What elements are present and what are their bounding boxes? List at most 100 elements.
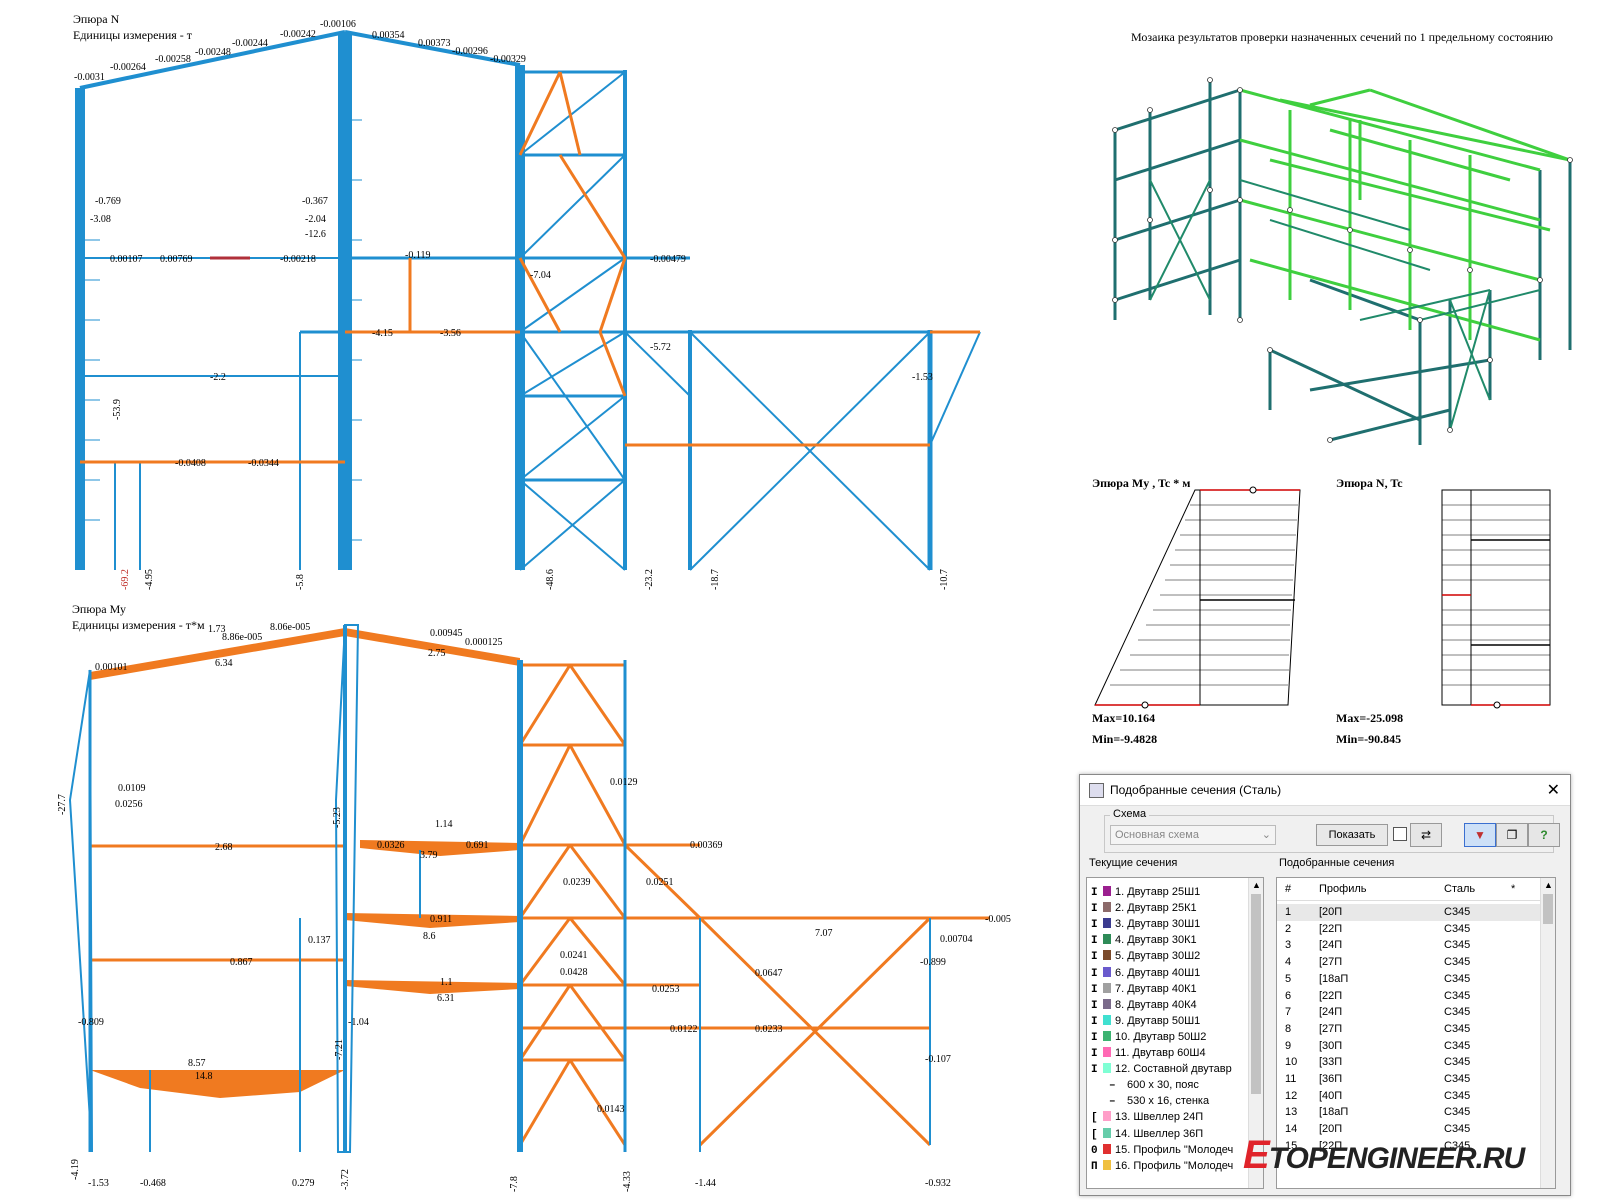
list-item-label: 11. Двутавр 60Ш4 [1115, 1047, 1206, 1059]
current-list-scrollbar[interactable]: ▲ [1248, 878, 1263, 1188]
my-val: 0.911 [430, 914, 452, 925]
show-button[interactable]: Показать [1316, 824, 1388, 846]
picked-sections-label: Подобранные сечения [1276, 857, 1398, 869]
table-cell: 5 [1285, 972, 1292, 985]
list-item[interactable]: I 2. Двутавр 25К1 [1091, 900, 1197, 916]
list-item[interactable]: [13. Швеллер 24П [1091, 1109, 1203, 1125]
my-orange-members [90, 663, 990, 1147]
current-sections-label: Текущие сечения [1086, 857, 1181, 869]
color-swatch [1103, 1047, 1111, 1057]
filter-icon[interactable]: ▼ [1464, 823, 1496, 847]
copy-icon[interactable]: ❐ [1496, 823, 1528, 847]
list-item[interactable]: –530 x 16, стенка [1109, 1093, 1209, 1109]
my-val: -0.899 [920, 957, 946, 968]
my-val: 0.0326 [377, 840, 405, 851]
color-swatch [1103, 950, 1111, 961]
epure-n-orange-members [80, 71, 980, 464]
show-checkbox[interactable] [1393, 827, 1407, 841]
section-profile-icon: I [1091, 903, 1098, 916]
table-cell: С345 [1444, 1006, 1471, 1019]
n-val: -0.00244 [232, 38, 268, 49]
picked-table-scrollbar[interactable]: ▲ [1540, 878, 1555, 1188]
my-val: 0.0647 [755, 968, 783, 979]
scheme-select[interactable]: Основная схема ⌄ [1110, 825, 1276, 845]
my-val: -0.468 [140, 1178, 166, 1189]
list-item-label: 7. Двутавр 40К1 [1115, 982, 1197, 995]
my-val: -4.33 [622, 1171, 633, 1192]
help-icon[interactable]: ? [1528, 823, 1560, 847]
my-val: -27.7 [57, 794, 68, 815]
picked-table-scroll-thumb[interactable] [1543, 894, 1553, 924]
export-icon[interactable]: ⇄ [1410, 823, 1442, 847]
n-val: -0.00479 [650, 254, 686, 265]
my-val: 6.34 [215, 658, 233, 669]
my-brace-11 [518, 1059, 572, 1146]
list-item[interactable]: I 11. Двутавр 60Ш4 [1091, 1045, 1206, 1061]
list-item-label: 2. Двутавр 25К1 [1115, 902, 1197, 915]
n-val: -0.00264 [110, 62, 146, 73]
my-brace-5 [518, 844, 572, 919]
my-val: 0.0239 [563, 877, 591, 888]
table-cell: [36П [1319, 1073, 1343, 1085]
current-list-scroll-thumb[interactable] [1251, 894, 1261, 1094]
color-swatch [1103, 1127, 1111, 1138]
col-steel-header: Сталь [1444, 883, 1476, 895]
table-cell: С345 [1444, 972, 1471, 985]
list-item[interactable]: –600 x 30, пояс [1109, 1077, 1199, 1093]
scroll-up-icon[interactable]: ▲ [1544, 880, 1553, 890]
my-val: 0.00704 [940, 934, 973, 945]
table-cell: С345 [1444, 1106, 1471, 1119]
list-item-label: 5. Двутавр 30Ш2 [1115, 950, 1201, 963]
section-profile-icon: I [1091, 1048, 1098, 1060]
table-cell: С345 [1444, 956, 1471, 969]
list-item-label: 600 x 30, пояс [1127, 1079, 1199, 1092]
table-cell: [20П [1319, 1123, 1343, 1136]
my-val: 6.31 [437, 993, 455, 1004]
table-cell: 7 [1285, 1006, 1292, 1019]
table-cell: С345 [1444, 989, 1471, 1002]
list-item-label: 15. Профиль "Молодеч [1115, 1143, 1234, 1156]
close-icon[interactable]: ✕ [1546, 782, 1560, 799]
my-val: 0.691 [466, 840, 489, 851]
n-val: -0.367 [302, 196, 328, 207]
list-item[interactable]: [14. Швеллер 36П [1091, 1126, 1203, 1142]
my-brace-10 [568, 984, 627, 1061]
col-profile-header: Профиль [1319, 883, 1367, 895]
my-fill-beam-3 [345, 913, 520, 928]
diagram-my-title: Эпюра My , Tc * м [1092, 476, 1191, 490]
my-val: -1.53 [88, 1178, 109, 1189]
n-brace-2 [519, 154, 626, 259]
scroll-up-icon[interactable]: ▲ [1252, 880, 1261, 890]
n-val: 0.00373 [418, 38, 451, 49]
my-fill-roof-left [90, 628, 345, 680]
